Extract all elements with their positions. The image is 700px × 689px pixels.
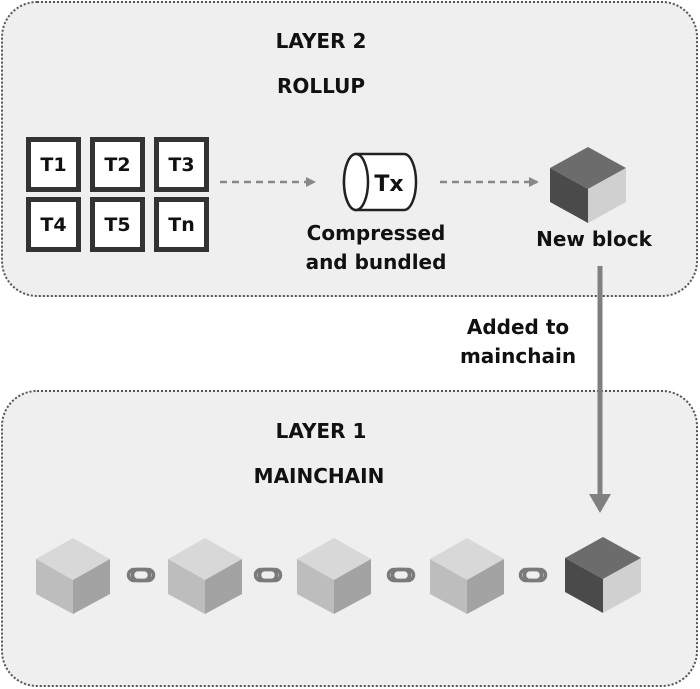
chain-block-icon xyxy=(297,538,371,614)
transaction-box: Tn xyxy=(154,197,209,252)
added-to-mainchain-arrowhead xyxy=(589,494,611,513)
bundle-cylinder-icon: Tx xyxy=(342,152,418,212)
transaction-box: T4 xyxy=(26,197,81,252)
chain-link-icon xyxy=(253,567,283,583)
layer-1-subtitle: MAINCHAIN xyxy=(253,464,385,488)
bundle-caption-line-1: Compressed xyxy=(306,221,446,245)
transaction-box: T3 xyxy=(154,137,209,192)
chain-link-icon xyxy=(126,567,156,583)
new-block-cube-icon xyxy=(550,147,626,223)
layer-2-title: LAYER 2 xyxy=(275,29,367,53)
chain-link-icon xyxy=(386,567,416,583)
bundle-caption-line-2: and bundled xyxy=(305,250,447,274)
layer-1-panel xyxy=(1,390,698,687)
bundle-label: Tx xyxy=(374,172,403,197)
chain-block-icon xyxy=(168,538,242,614)
new-block-caption: New block xyxy=(536,227,652,251)
added-caption-line-1: Added to xyxy=(466,315,570,339)
chain-link-icon xyxy=(518,567,548,583)
added-caption-line-2: mainchain xyxy=(459,344,577,368)
layer-2-subtitle: ROLLUP xyxy=(276,74,366,98)
bundle-caption: Compressed and bundled xyxy=(306,219,447,277)
transaction-box: T1 xyxy=(26,137,81,192)
chain-block-icon xyxy=(36,538,110,614)
chain-block-icon xyxy=(430,538,504,614)
layer-1-title: LAYER 1 xyxy=(275,419,367,443)
transaction-box: T5 xyxy=(90,197,145,252)
added-to-mainchain-caption: Added to mainchain xyxy=(460,313,576,371)
transaction-box: T2 xyxy=(90,137,145,192)
newest-chain-block-icon xyxy=(565,537,641,613)
